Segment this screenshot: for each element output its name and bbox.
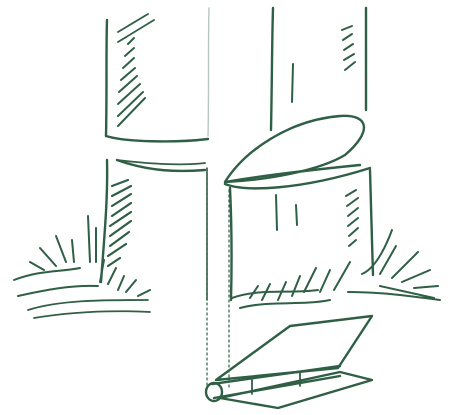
left-post-upper: [106, 8, 209, 141]
dotted-guide-lines: [207, 168, 229, 390]
grass-tufts: [14, 216, 440, 318]
hinge-plate-sketch: [206, 316, 372, 408]
right-post-upper: [225, 8, 366, 182]
left-post-lower: [101, 160, 207, 300]
